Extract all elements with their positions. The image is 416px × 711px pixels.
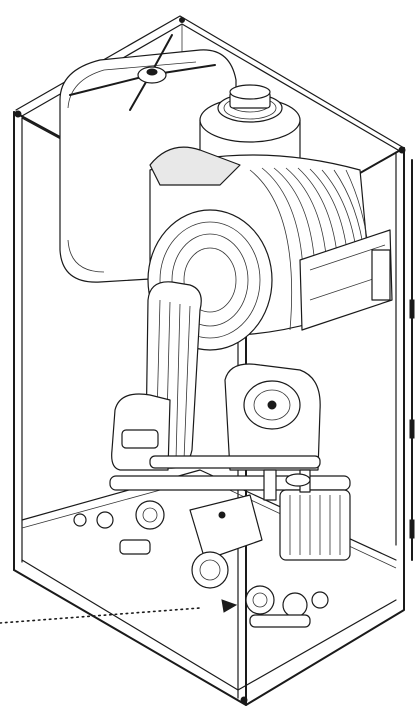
vessel-bracket: [69, 34, 216, 111]
callout-leader: [0, 599, 238, 624]
hydraulic-group: [73, 363, 351, 628]
side-bracket: [299, 229, 393, 331]
